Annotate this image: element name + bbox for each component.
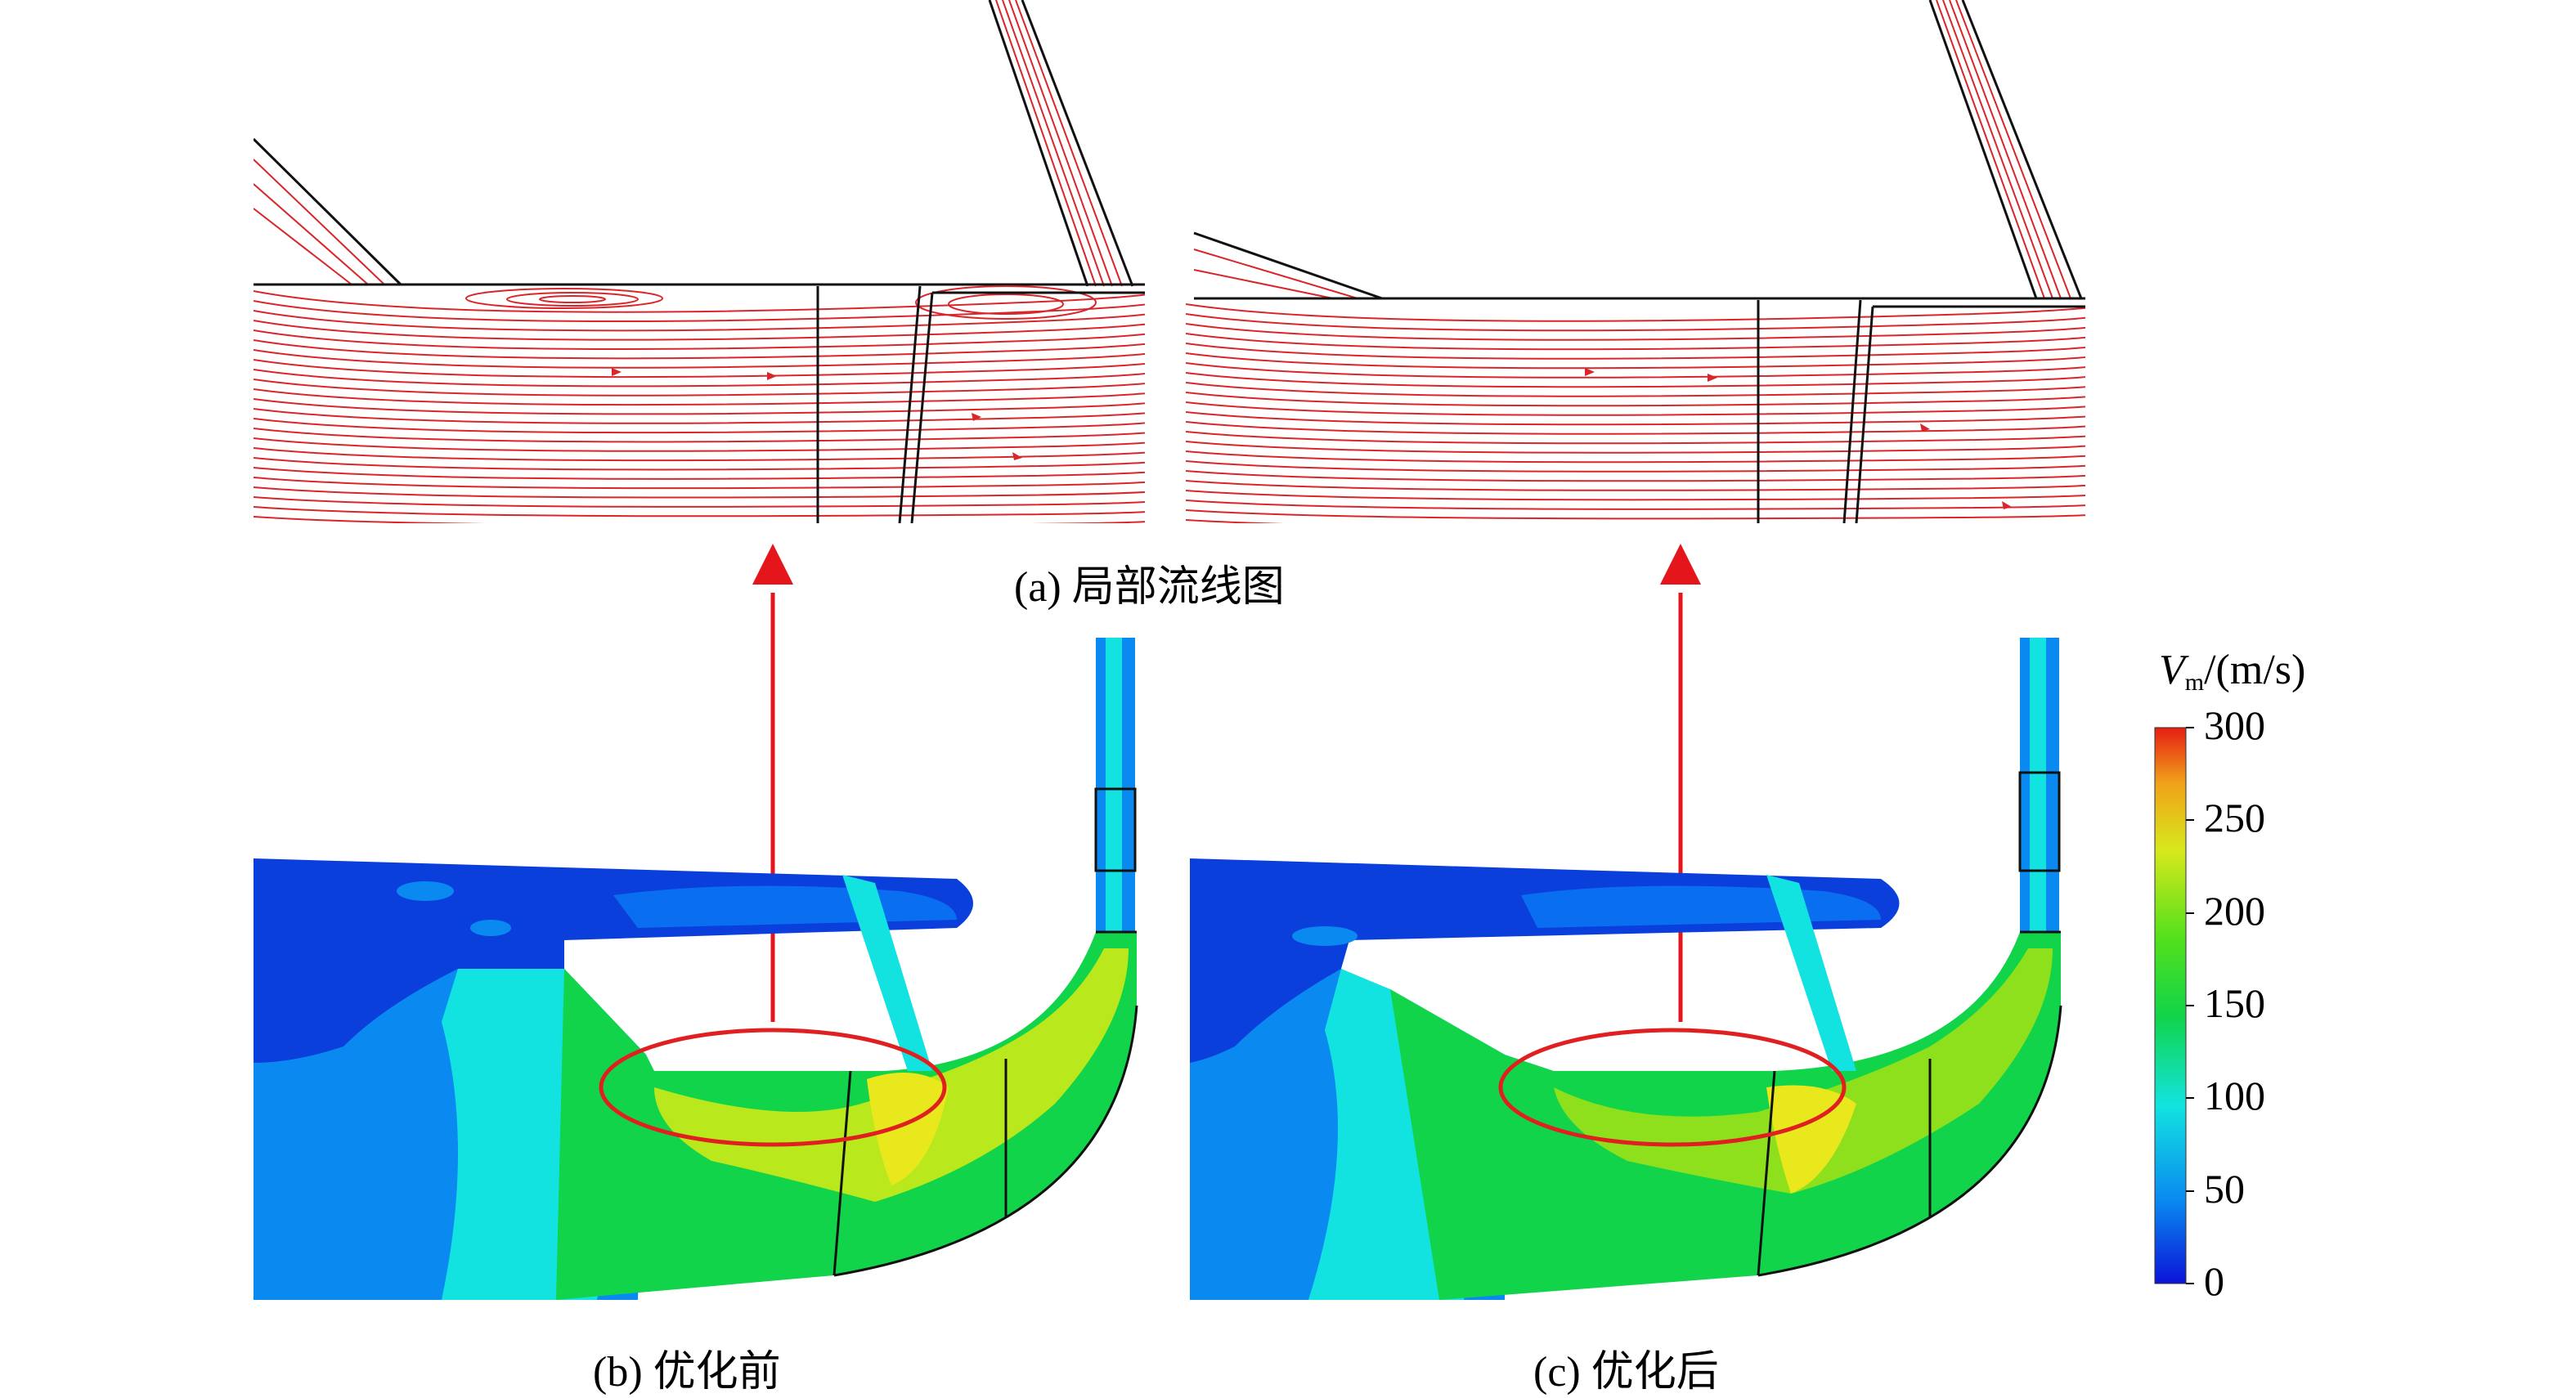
blade-lines (1757, 930, 2062, 1277)
streamline (254, 369, 1145, 388)
colorbar-unit: /(m/s) (2204, 647, 2306, 693)
streamline (254, 496, 1145, 508)
vane-outline (254, 0, 1134, 287)
streamline-panel-before (254, 0, 1145, 523)
streamline (1186, 303, 2085, 322)
streamline (254, 300, 1145, 323)
streamline (254, 349, 1145, 369)
caption-c: (c) 优化后 (1533, 1349, 1719, 1396)
colorbar-tick-label: 200 (2204, 888, 2265, 934)
blade-lines (1757, 299, 2085, 523)
streamline (254, 418, 1145, 434)
streamline (1186, 352, 2085, 370)
highlight-ellipse (1498, 1028, 1847, 1147)
vortex-region (465, 285, 1097, 320)
outlet-pipe-section (1094, 787, 1137, 872)
inlet-dark-region (254, 969, 458, 1063)
channel-spot (470, 920, 511, 936)
injector-jet (1766, 875, 1856, 1071)
high-velocity-region (654, 948, 1129, 1202)
streamline (1186, 421, 2085, 435)
streamline (1186, 480, 2085, 491)
peak-velocity-region (1766, 1085, 1856, 1194)
streamline-panel-after (1186, 0, 2085, 523)
streamline (254, 339, 1145, 360)
streamline (254, 428, 1145, 443)
streamline (254, 290, 1145, 313)
streamline (1186, 343, 2085, 360)
vane-streamlines (254, 0, 1123, 287)
streamline (1186, 392, 2085, 407)
streamline (1186, 490, 2085, 501)
flow-arrowheads (612, 368, 1022, 460)
streamline (1186, 441, 2085, 454)
streamline (1186, 382, 2085, 397)
colorbar-tick-label: 300 (2204, 702, 2265, 748)
outlet-pipe-core (2030, 638, 2046, 932)
streamline (254, 486, 1145, 499)
streamline-set (254, 290, 1145, 523)
streamline (254, 320, 1145, 341)
peak-velocity-region (867, 1073, 949, 1185)
colorbar-tick-label: 100 (2204, 1073, 2265, 1118)
colorbar-tick-label: 50 (2204, 1166, 2245, 1212)
contour-panel-before (254, 638, 1138, 1300)
streamline (1186, 323, 2085, 341)
streamline (1186, 431, 2085, 445)
streamline (254, 516, 1145, 523)
outlet-pipe-section (2018, 771, 2061, 872)
streamline (1186, 333, 2085, 351)
blade-lines (816, 285, 1145, 523)
blade-lines (832, 930, 1138, 1277)
injector-jet (842, 875, 932, 1071)
streamline (1186, 470, 2085, 482)
streamline (1186, 372, 2085, 388)
streamline (254, 310, 1145, 332)
colorbar-title: Vm/(m/s) (2159, 646, 2305, 697)
streamline (254, 408, 1145, 424)
streamline (254, 467, 1145, 480)
colorbar (2154, 727, 2187, 1284)
high-velocity-region (1554, 948, 2053, 1194)
streamline (254, 379, 1145, 397)
streamline (1186, 313, 2085, 332)
streamline (1186, 450, 2085, 464)
streamline (1186, 460, 2085, 473)
vane-streamlines (1193, 0, 2071, 299)
contour-panel-after (1190, 638, 2062, 1300)
streamline (254, 329, 1145, 351)
streamline (1186, 509, 2085, 520)
channel-spot (397, 881, 454, 901)
arrow-before (752, 544, 793, 1022)
outlet-pipe-core (1106, 638, 1122, 932)
streamline (254, 457, 1145, 471)
streamline (1186, 500, 2085, 510)
streamline (1186, 362, 2085, 379)
streamline (254, 477, 1145, 490)
streamline (254, 437, 1145, 452)
streamline (1186, 411, 2085, 426)
channel-spot (1292, 926, 1358, 946)
streamline (254, 398, 1145, 415)
streamline (1186, 401, 2085, 416)
streamline (254, 388, 1145, 406)
inlet-dark-region (1190, 969, 1341, 1063)
streamline (254, 359, 1145, 379)
caption-b: (b) 优化前 (593, 1349, 781, 1396)
flow-arrowheads (1585, 368, 2012, 509)
arrow-after (1660, 544, 1701, 1022)
colorbar-subscript: m (2184, 669, 2205, 696)
streamline (254, 506, 1145, 518)
colorbar-symbol: V (2159, 647, 2185, 693)
colorbar-tick-label: 0 (2204, 1258, 2224, 1304)
streamline (254, 447, 1145, 462)
vane-outline (1193, 0, 2083, 300)
highlight-ellipse (599, 1028, 947, 1147)
colorbar-tick-label: 250 (2204, 795, 2265, 840)
colorbar-ticks (2186, 727, 2194, 1284)
colorbar-tick-label: 150 (2204, 980, 2265, 1026)
streamline-set (1186, 303, 2085, 523)
caption-a: (a) 局部流线图 (1014, 564, 1285, 611)
